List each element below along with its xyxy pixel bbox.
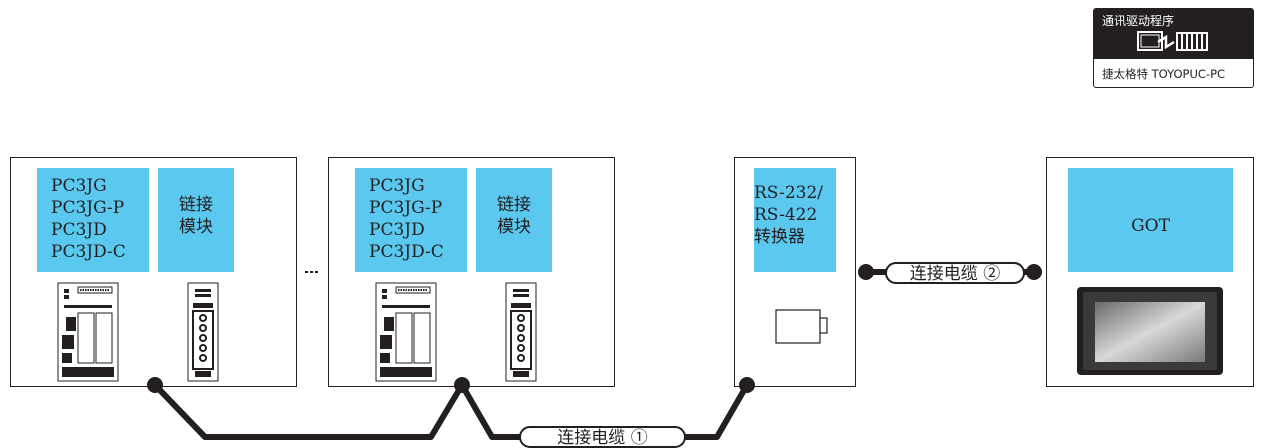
cpu-model: PC3JD [51, 220, 107, 240]
driver-footer: 捷太格特 TOYOPUC-PC [1102, 67, 1226, 81]
cpu-model: PC3JG-P [369, 198, 443, 218]
driver-header [1094, 9, 1253, 59]
cable-1-label: 连接电缆 ① [519, 426, 686, 448]
driver-icon [1137, 31, 1208, 51]
cpu-model: PC3JG-P [51, 198, 125, 218]
cpu-model: PC3JD [369, 220, 425, 240]
connector-dot [1026, 264, 1042, 280]
driver-title: 通讯驱动程序 [1102, 14, 1175, 28]
cpu-model: PC3JG [369, 176, 425, 196]
connector-dot [858, 264, 874, 280]
link-module-label-1: 链接 模块 [158, 168, 234, 272]
link-module-label-2: 链接 模块 [476, 168, 552, 272]
cpu-model-list-1: PC3JG PC3JG-P PC3JD PC3JD-C [37, 168, 149, 272]
connector-dot [147, 377, 163, 393]
communication-driver-badge: 通讯驱动程序 捷太格特 TOYOPUC-PC [1093, 8, 1254, 88]
connector-dot [739, 377, 755, 393]
cpu-model: PC3JD-C [369, 242, 444, 262]
converter-icon [775, 309, 828, 344]
got-screen-icon [1077, 287, 1223, 375]
cpu-model: PC3JG [51, 176, 107, 196]
connector-dot [454, 377, 470, 393]
cable-2-label: 连接电缆 ② [885, 262, 1025, 284]
link-module-icon [187, 282, 219, 382]
got-label: GOT [1068, 168, 1233, 272]
plc-cpu-icon [375, 282, 437, 382]
cpu-model-list-2: PC3JG PC3JG-P PC3JD PC3JD-C [355, 168, 467, 272]
cpu-model: PC3JD-C [51, 242, 126, 262]
plc-cpu-icon [57, 282, 119, 382]
converter-label: RS-232/ RS-422 转换器 [754, 168, 836, 272]
link-module-icon [505, 282, 537, 382]
